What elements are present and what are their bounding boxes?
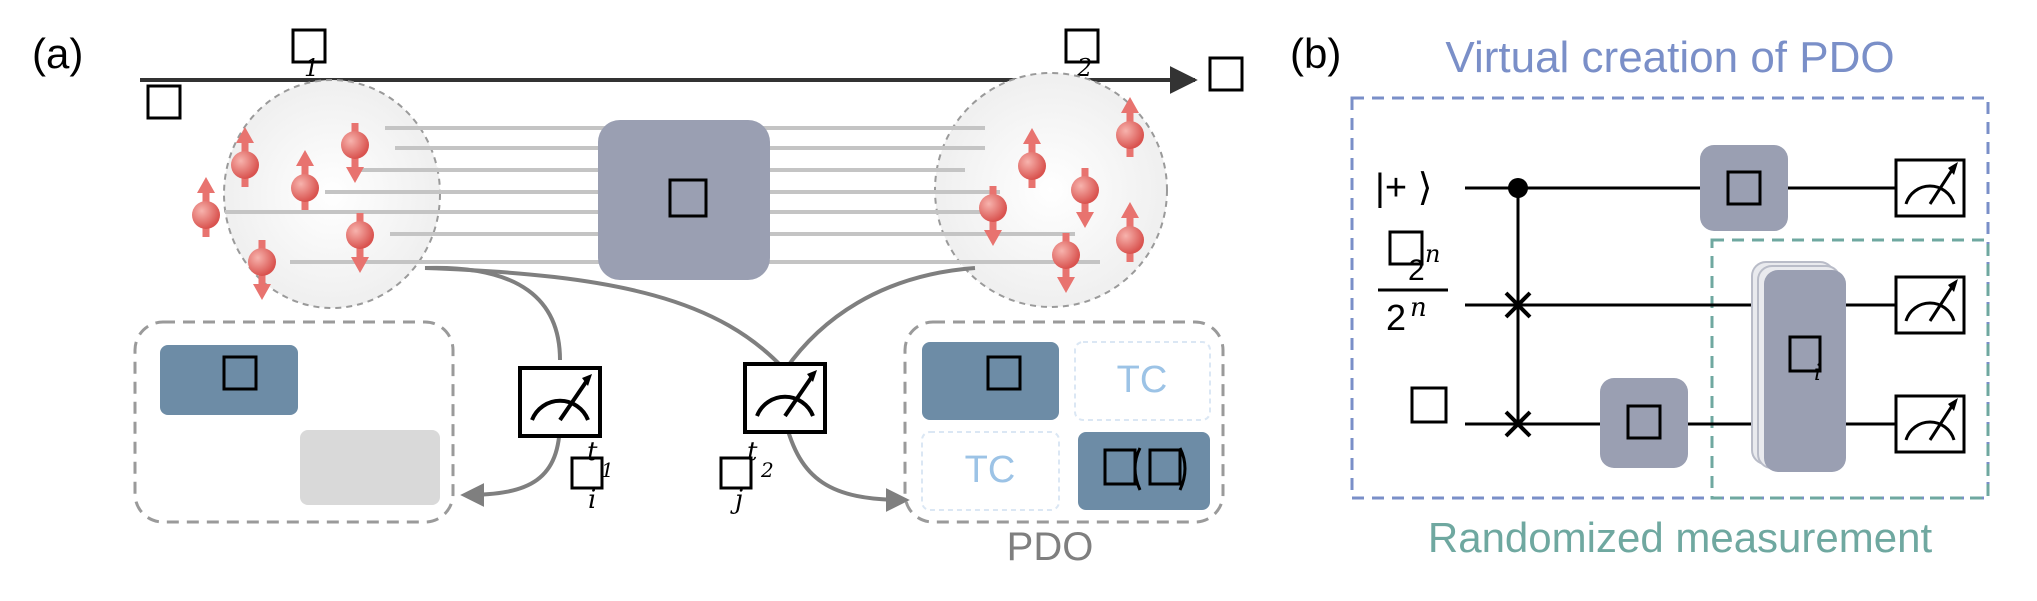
meter1-sub: i <box>588 485 596 515</box>
measurement-curves <box>424 265 976 512</box>
panel-b-label: (b) <box>1290 30 1341 77</box>
randomized-measurement-title: Randomized measurement <box>1428 514 1933 561</box>
measurement-meter-2 <box>743 362 827 434</box>
gate-bottom-glyph <box>1626 404 1662 440</box>
meter2-sup: t <box>747 437 758 467</box>
swap-cross-top <box>1504 291 1532 319</box>
meter-b-bottom <box>1894 394 1966 454</box>
fraction-num-two: 2 <box>1408 254 1425 287</box>
axis-origin-glyph <box>146 84 182 120</box>
pdo-paren-close <box>1178 447 1187 491</box>
meter-b-mid <box>1894 275 1966 335</box>
meter2-sup-sub: 2 <box>760 458 774 482</box>
virtual-creation-box <box>1350 96 1990 500</box>
single-time-block-light <box>300 430 440 505</box>
panel-a-label: (a) <box>32 30 83 77</box>
single-time-box <box>133 320 455 524</box>
meter1-sup-sub: 1 <box>601 458 614 482</box>
pdo-label: PDO <box>1007 525 1094 569</box>
input-state-glyph <box>1410 386 1448 424</box>
fraction-num-glyph <box>1388 230 1424 266</box>
meter1-glyph <box>570 456 604 490</box>
t2-subscript: 2 <box>1076 54 1092 82</box>
plus-ket: |+ ⟩ <box>1375 167 1432 209</box>
pdo-paren-open <box>1133 447 1142 491</box>
measurement-meter-1 <box>518 366 602 438</box>
pdo-block-top-right <box>1074 341 1211 421</box>
fraction-num-sup: n <box>1425 240 1440 268</box>
meter2-glyph <box>719 456 753 490</box>
random-unitary-sub: i <box>1814 361 1821 386</box>
meter1-sup: t <box>587 437 598 467</box>
evolution-gate-glyph <box>668 178 708 218</box>
pdo-block-top-left-glyph <box>986 355 1022 391</box>
pdo-glyph-a <box>1103 448 1137 486</box>
gate-top-glyph <box>1726 170 1762 206</box>
random-unitary-glyph <box>1788 335 1822 373</box>
single-time-block-glyph <box>222 355 258 391</box>
randomized-measurement-box <box>1710 238 1990 500</box>
tc-label-top: TC <box>1117 359 1168 401</box>
fraction-den-sup: n <box>1410 293 1427 323</box>
meter-b-top <box>1894 158 1966 218</box>
t1-glyph <box>291 28 327 64</box>
axis-end-glyph <box>1208 56 1244 92</box>
swap-cross-bottom <box>1504 410 1532 438</box>
t1-subscript: 1 <box>304 54 319 82</box>
pdo-block-bottom-left <box>921 431 1060 511</box>
t2-glyph <box>1064 28 1100 64</box>
fraction-den: 2 <box>1386 297 1406 338</box>
pdo-glyph-b <box>1148 448 1182 486</box>
pdo-block-bottom-right <box>1078 432 1210 510</box>
control-dot <box>1508 178 1528 198</box>
virtual-creation-title: Virtual creation of PDO <box>1445 33 1894 82</box>
pdo-box <box>903 320 1225 524</box>
tc-label-bottom: TC <box>965 449 1016 491</box>
